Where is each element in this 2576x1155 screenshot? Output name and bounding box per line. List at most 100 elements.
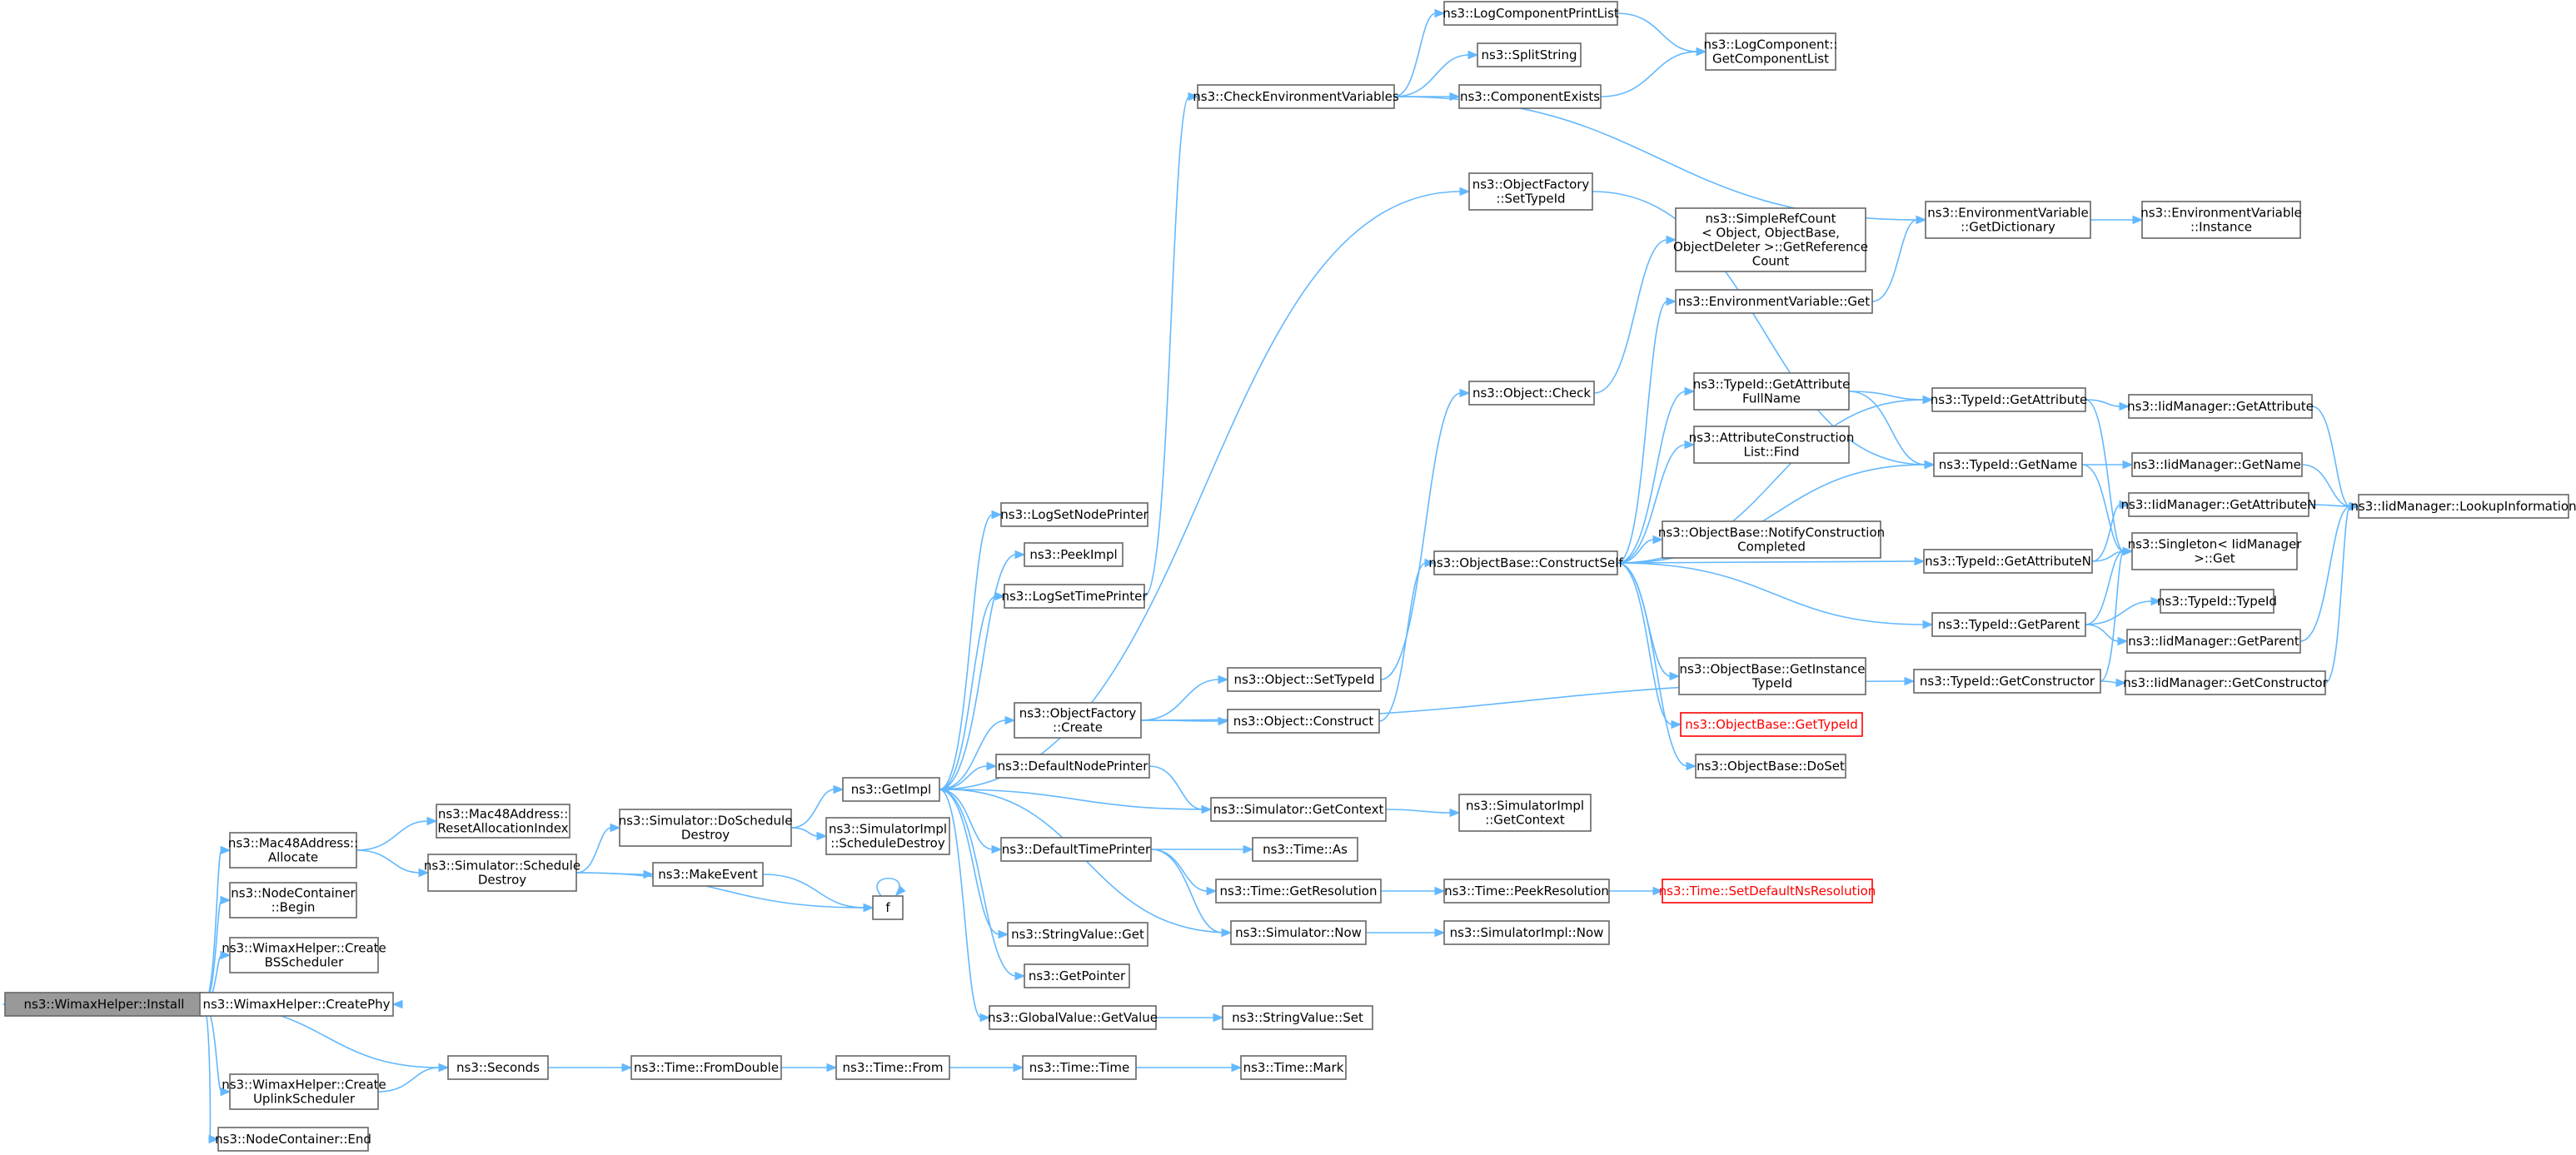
- node-get-impl[interactable]: ns3::GetImpl: [842, 777, 940, 802]
- node-iid-getconstructor[interactable]: ns3::IidManager::GetConstructor: [2123, 670, 2329, 695]
- node-iid-getparent[interactable]: ns3::IidManager::GetParent: [2126, 629, 2301, 654]
- node-label: ns3::Time::FromDouble: [634, 1060, 779, 1075]
- node-of-settypeid[interactable]: ns3::ObjectFactory::SetTypeId: [1468, 172, 1593, 211]
- node-gv-getvalue[interactable]: ns3::GlobalValue::GetValue: [988, 1005, 1158, 1030]
- node-iid-lookup[interactable]: ns3::IidManager::LookupInformation: [2350, 494, 2576, 519]
- node-box: [1014, 702, 1142, 739]
- node-of-create[interactable]: ns3::ObjectFactory::Create: [1014, 702, 1142, 739]
- node-stringvalue-set[interactable]: ns3::StringValue::Set: [1222, 1005, 1373, 1030]
- node-time-mark[interactable]: ns3::Time::Mark: [1240, 1055, 1347, 1080]
- node-sched-destroy[interactable]: ns3::Simulator::ScheduleDestroy: [424, 854, 580, 892]
- node-nc-end[interactable]: ns3::NodeContainer::End: [215, 1127, 371, 1152]
- node-time-from[interactable]: ns3::Time::From: [835, 1055, 950, 1080]
- node-obj-check[interactable]: ns3::Object::Check: [1468, 381, 1595, 406]
- node-sim-getcontext[interactable]: ns3::Simulator::GetContext: [1210, 797, 1387, 822]
- node-typeid-getname[interactable]: ns3::TypeId::GetName: [1933, 452, 2083, 477]
- edge-line: [2085, 399, 2125, 552]
- edge-arrowhead: [1213, 1013, 1224, 1023]
- node-obj-settypeid[interactable]: ns3::Object::SetTypeId: [1227, 667, 1382, 692]
- node-log-comp-print[interactable]: ns3::LogComponentPrintList: [1442, 1, 1619, 26]
- edge-arrowhead: [391, 999, 403, 1009]
- edge-line: [939, 554, 1017, 790]
- node-simimpl-getcontext[interactable]: ns3::SimulatorImpl::GetContext: [1458, 794, 1592, 832]
- node-get-pointer[interactable]: ns3::GetPointer: [1024, 963, 1130, 988]
- node-ob-constructself[interactable]: ns3::ObjectBase::ConstructSelf: [1428, 550, 1623, 575]
- edge-line: [762, 874, 865, 909]
- edge-make-event-to-f: [762, 874, 874, 913]
- node-ob-gettypeid[interactable]: ns3::ObjectBase::GetTypeId: [1680, 712, 1863, 737]
- node-time-time[interactable]: ns3::Time::Time: [1022, 1055, 1137, 1080]
- node-sim-now[interactable]: ns3::Simulator::Now: [1230, 920, 1367, 945]
- node-box: [1693, 426, 1850, 464]
- node-label: ns3::SimulatorImpl: [829, 822, 947, 837]
- node-label: ns3::LogSetNodePrinter: [1000, 507, 1148, 522]
- edge-typeid-getparent-to-iid-getparent: [2085, 624, 2129, 646]
- node-iid-getattr[interactable]: ns3::IidManager::GetAttribute: [2127, 394, 2314, 419]
- node-simimpl-now[interactable]: ns3::SimulatorImpl::Now: [1443, 920, 1610, 945]
- node-typeid-getattrn[interactable]: ns3::TypeId::GetAttributeN: [1923, 549, 2093, 574]
- node-simimpl-sched-destroy[interactable]: ns3::SimulatorImpl::ScheduleDestroy: [825, 817, 950, 855]
- node-typeid-typeid[interactable]: ns3::TypeId::TypeId: [2157, 589, 2277, 614]
- node-envvar-get[interactable]: ns3::EnvironmentVariable::Get: [1675, 289, 1873, 314]
- edge-line: [2301, 464, 2351, 507]
- node-box: [1215, 879, 1382, 904]
- edge-seconds-to-from-double: [548, 1063, 633, 1073]
- node-time-peekres[interactable]: ns3::Time::PeekResolution: [1443, 879, 1610, 904]
- node-create-phy[interactable]: ns3::WimaxHelper::CreatePhy: [199, 992, 394, 1017]
- node-label: UplinkScheduler: [253, 1092, 356, 1107]
- node-envvar-instance[interactable]: ns3::EnvironmentVariable::Instance: [2140, 201, 2302, 239]
- node-check-env[interactable]: ns3::CheckEnvironmentVariables: [1193, 84, 1399, 109]
- node-typeid-getattr[interactable]: ns3::TypeId::GetAttribute: [1931, 387, 2087, 412]
- node-box: [2358, 494, 2569, 519]
- node-default-node[interactable]: ns3::DefaultNodePrinter: [995, 754, 1150, 779]
- node-ob-doset[interactable]: ns3::ObjectBase::DoSet: [1695, 754, 1846, 779]
- edge-arrowhead: [994, 591, 1006, 601]
- edge-arrowhead: [1004, 715, 1016, 725]
- node-nc-begin[interactable]: ns3::NodeContainer::Begin: [229, 882, 357, 919]
- node-time-getres[interactable]: ns3::Time::GetResolution: [1215, 879, 1382, 904]
- node-default-time[interactable]: ns3::DefaultTimePrinter: [1000, 837, 1152, 862]
- node-mac-alloc[interactable]: ns3::Mac48Address::Allocate: [228, 832, 358, 869]
- node-from-double[interactable]: ns3::Time::FromDouble: [630, 1055, 782, 1080]
- node-comp-exists[interactable]: ns3::ComponentExists: [1458, 84, 1602, 109]
- node-iid-getattrn[interactable]: ns3::IidManager::GetAttributeN: [2121, 492, 2317, 517]
- node-iid-getname[interactable]: ns3::IidManager::GetName: [2131, 452, 2303, 477]
- node-simplerefcount[interactable]: ns3::SimpleRefCount< Object, ObjectBase,…: [1673, 207, 1868, 272]
- edge-from-double-to-time-from: [781, 1063, 838, 1073]
- node-singleton-get[interactable]: ns3::Singleton< IidManager>::Get: [2128, 532, 2303, 570]
- edge-arrowhead: [998, 929, 1009, 939]
- node-box: [217, 1127, 369, 1152]
- edge-line: [1380, 392, 1462, 680]
- node-f[interactable]: f: [872, 895, 904, 920]
- node-label: ::GetDictionary: [1961, 220, 2055, 235]
- node-peek-impl[interactable]: ns3::PeekImpl: [1024, 542, 1124, 567]
- node-install[interactable]: ns3::WimaxHelper::Install: [4, 992, 204, 1017]
- node-box: [1252, 837, 1358, 862]
- node-log-set-time[interactable]: ns3::LogSetTimePrinter: [1001, 584, 1148, 609]
- node-seconds[interactable]: ns3::Seconds: [447, 1055, 549, 1080]
- node-reset-alloc[interactable]: ns3::Mac48Address::ResetAllocationIndex: [436, 804, 571, 839]
- edge-ob-constructself-to-ob-doset: [1617, 562, 1697, 771]
- edge-iid-getconstructor-to-iid-lookup: [2324, 501, 2360, 684]
- node-stringvalue-get[interactable]: ns3::StringValue::Get: [1007, 922, 1148, 947]
- node-envvar-getdict[interactable]: ns3::EnvironmentVariable::GetDictionary: [1925, 201, 2091, 239]
- node-log-set-node[interactable]: ns3::LogSetNodePrinter: [1000, 502, 1149, 527]
- edge-gv-getvalue-to-stringvalue-set: [1156, 1013, 1224, 1023]
- node-time-setdefault[interactable]: ns3::Time::SetDefaultNsResolution: [1659, 879, 1876, 904]
- node-label: ns3::IidManager::GetConstructor: [2123, 675, 2328, 690]
- node-ob-notify[interactable]: ns3::ObjectBase::NotifyConstructionCompl…: [1658, 520, 1885, 559]
- node-time-as[interactable]: ns3::Time::As: [1252, 837, 1358, 862]
- node-make-event[interactable]: ns3::MakeEvent: [652, 862, 764, 887]
- node-logcomp-getlist[interactable]: ns3::LogComponent::GetComponentList: [1704, 32, 1838, 71]
- node-label: ns3::GetImpl: [851, 782, 931, 797]
- node-split-string[interactable]: ns3::SplitString: [1477, 42, 1582, 67]
- node-obj-construct[interactable]: ns3::Object::Construct: [1227, 709, 1380, 734]
- node-typeid-getconstructor[interactable]: ns3::TypeId::GetConstructor: [1913, 669, 2101, 694]
- node-typeid-getparent[interactable]: ns3::TypeId::GetParent: [1931, 612, 2086, 637]
